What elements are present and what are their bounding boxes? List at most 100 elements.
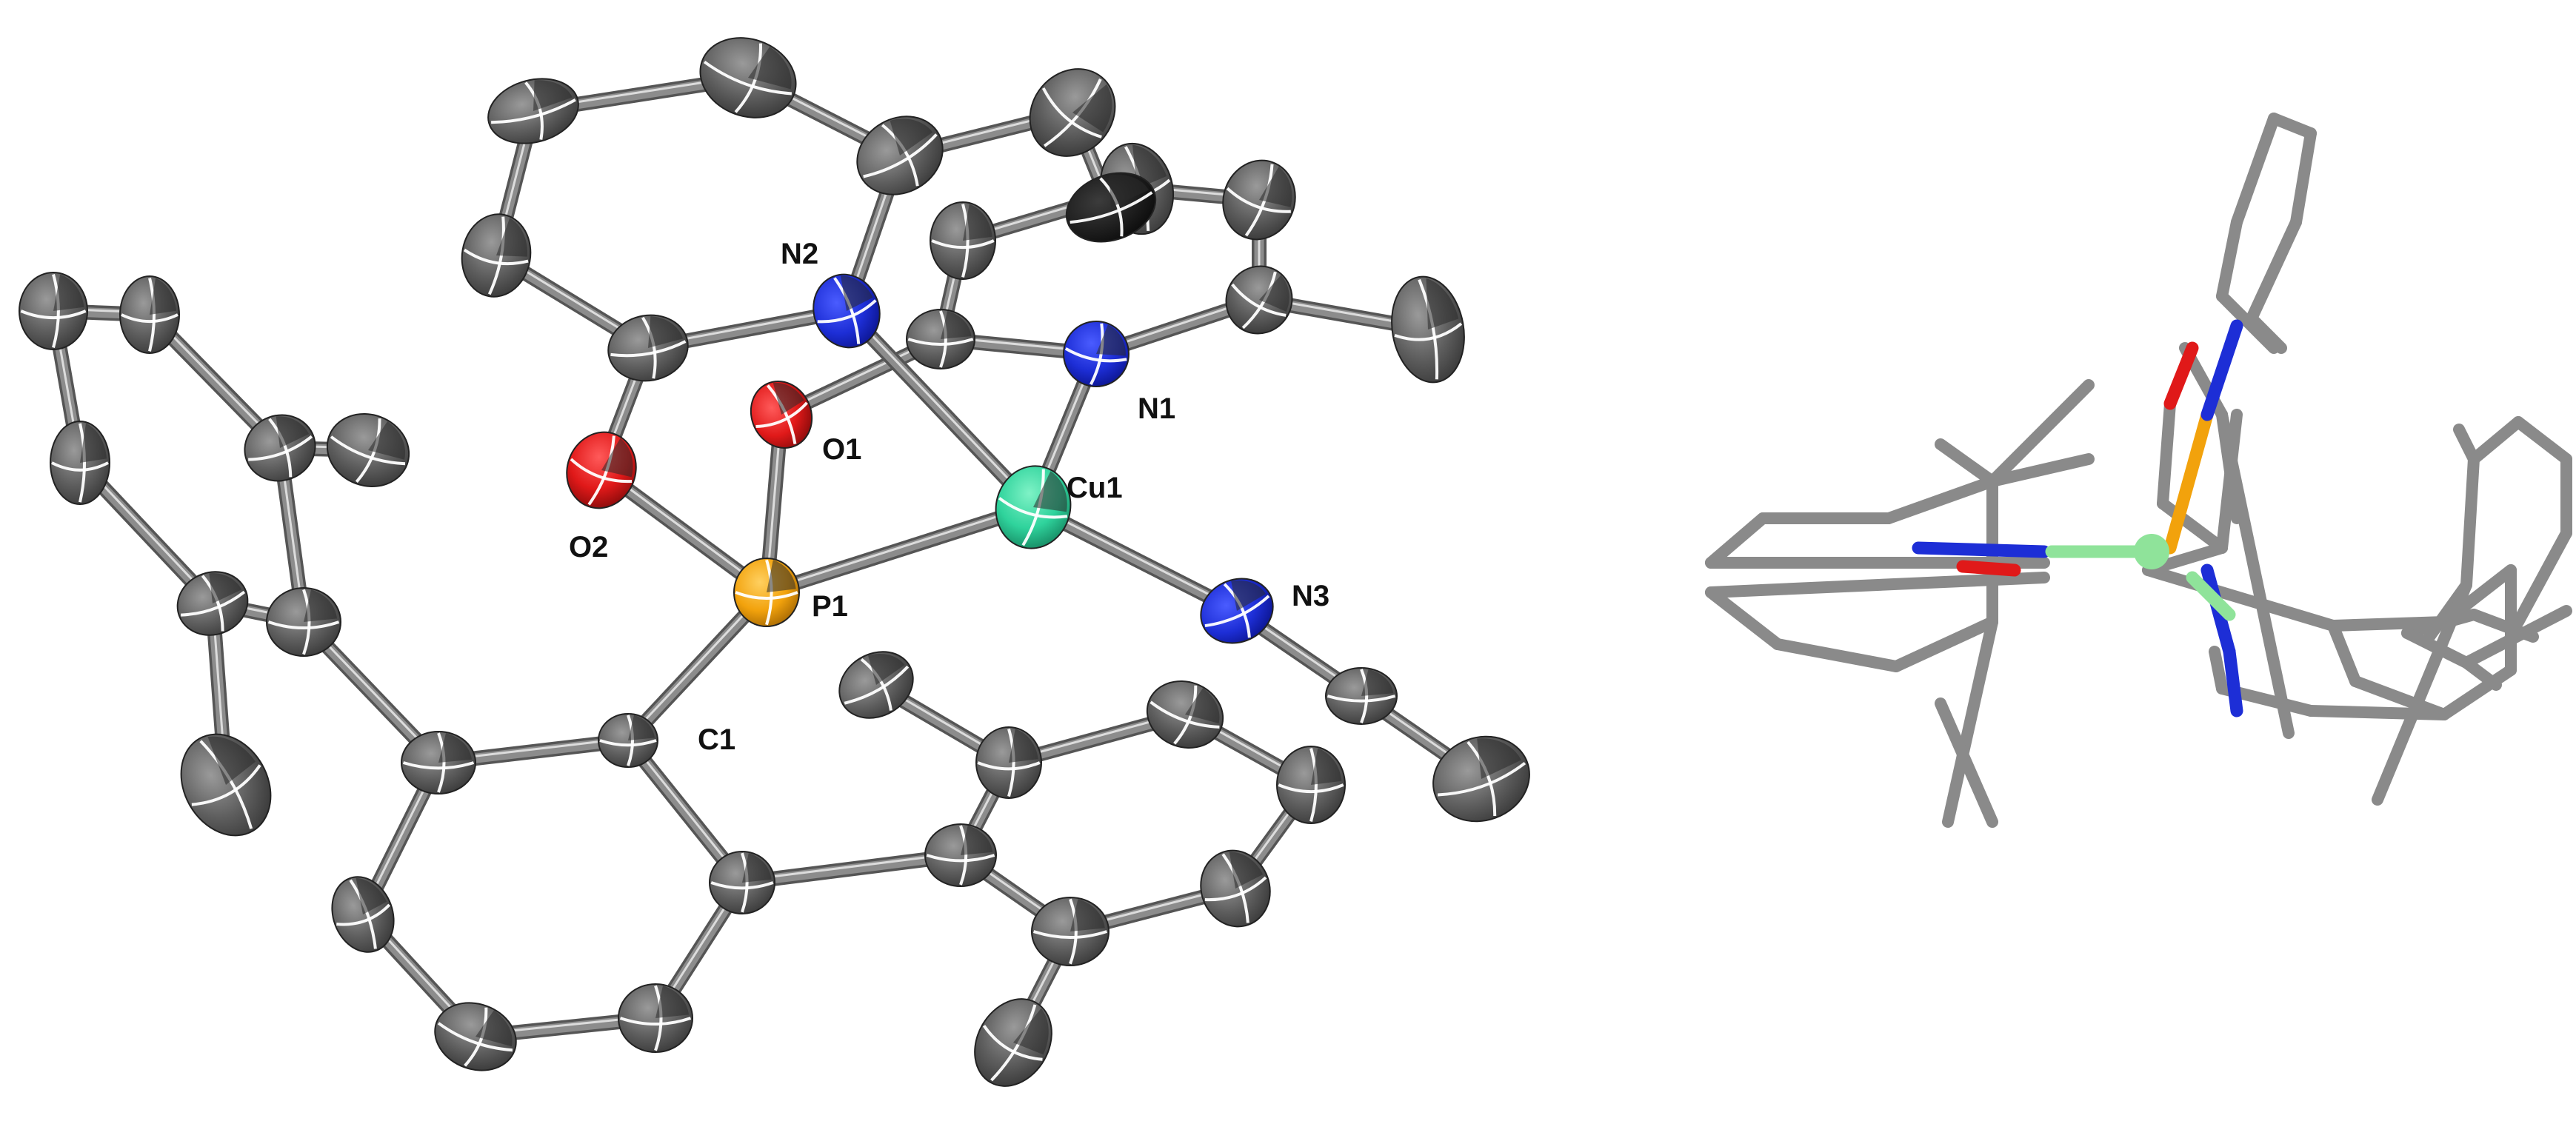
ortep-ellipsoid-plot: N2 N1 O1 O2 Cu1 P1 N3 C1 bbox=[19, 37, 1530, 1087]
atom-ellipsoid-r12 bbox=[974, 998, 1052, 1087]
principal-axis-2-l1 bbox=[52, 274, 60, 348]
octant-cut-r9 bbox=[1311, 748, 1342, 785]
stick-bond-42 bbox=[2246, 216, 2302, 324]
stick-bond-29 bbox=[2512, 527, 2572, 628]
stick-model-view bbox=[1705, 113, 2572, 828]
principal-axis-2-N3 bbox=[1223, 583, 1251, 638]
principal-axis-C1 bbox=[599, 739, 657, 747]
atom-ellipsoid-N3 bbox=[1200, 578, 1274, 644]
stick-bond-27 bbox=[2460, 605, 2572, 669]
principal-axis-2-N2 bbox=[833, 277, 861, 344]
stick-bond-34 bbox=[2460, 453, 2480, 591]
atom-ellipsoid-n3a bbox=[1325, 667, 1398, 725]
octant-cut-l9 bbox=[438, 733, 472, 763]
principal-axis-O2 bbox=[570, 458, 633, 484]
stick-bond-9 bbox=[1705, 586, 1783, 650]
principal-axis-P1 bbox=[735, 591, 798, 601]
atom-ellipsoid-O1 bbox=[750, 381, 813, 449]
atom-ellipsoid-r5 bbox=[838, 651, 914, 719]
stick-bond-25 bbox=[2209, 646, 2228, 695]
principal-axis-r2 bbox=[437, 1022, 513, 1052]
octant-cut-N3 bbox=[1231, 580, 1267, 611]
bond-highlight-r4-r6 bbox=[741, 852, 962, 882]
atom-ellipsoid-a1 bbox=[487, 78, 579, 144]
principal-axis-2-l9 bbox=[437, 732, 446, 793]
octant-cut-r7 bbox=[1009, 729, 1038, 763]
stick-bond-46 bbox=[2216, 216, 2243, 302]
principal-axis-N1 bbox=[1064, 347, 1127, 363]
stick-heteroatom-bond-2 bbox=[2163, 408, 2214, 555]
atom-ellipsoid-r8 bbox=[1146, 680, 1224, 749]
atom-ellipsoid-r2 bbox=[434, 1002, 517, 1071]
octant-cut-r11 bbox=[1070, 899, 1105, 931]
principal-axis-l3 bbox=[248, 435, 313, 461]
stick-bond-31 bbox=[2512, 416, 2572, 465]
atom-ellipsoid-b4 bbox=[1222, 159, 1296, 241]
octant-cut-r6 bbox=[961, 826, 993, 855]
principal-axis-a6 bbox=[610, 340, 687, 358]
atom-ellipsoid-r11 bbox=[1031, 897, 1110, 966]
principal-axis-r9 bbox=[1278, 783, 1344, 794]
atom-ellipsoid-n3b bbox=[1432, 735, 1530, 823]
atom-ellipsoid-r10 bbox=[1200, 849, 1271, 928]
principal-axis-2-l7 bbox=[302, 589, 311, 655]
principal-axis-l6 bbox=[181, 590, 246, 617]
stick-bond-7 bbox=[1890, 616, 1998, 672]
principal-axis-r4 bbox=[710, 881, 774, 890]
octant-cut-a2 bbox=[748, 47, 792, 90]
atom-ellipsoid-l4 bbox=[326, 412, 410, 488]
stick-bond-40 bbox=[2157, 398, 2176, 509]
stick-bond-32 bbox=[2468, 416, 2524, 465]
octant-cut-b6 bbox=[1426, 278, 1459, 329]
octant-cut-bD bbox=[1109, 174, 1149, 207]
stick-bond-17 bbox=[2327, 620, 2361, 687]
principal-axis-2-r5 bbox=[860, 658, 892, 711]
principal-axis-l2 bbox=[121, 313, 178, 324]
atom-ellipsoid-C1 bbox=[598, 713, 658, 768]
octant-cut-b1 bbox=[963, 204, 992, 241]
principal-axis-2-b6 bbox=[1418, 278, 1439, 380]
principal-axis-2-r10 bbox=[1221, 853, 1249, 923]
label-n2: N2 bbox=[781, 238, 818, 270]
stick-heteroatom-bond-6 bbox=[2223, 645, 2243, 717]
principal-axis-2-r12 bbox=[990, 1004, 1037, 1082]
stick-heteroatom-bond-7 bbox=[2186, 571, 2236, 621]
principal-axis-2-a2 bbox=[734, 43, 762, 113]
principal-axis-2-b5 bbox=[1241, 271, 1277, 329]
octant-cut-l3 bbox=[276, 416, 310, 448]
atom-ellipsoid-b6 bbox=[1391, 275, 1465, 384]
octant-cut-N1 bbox=[1096, 324, 1126, 356]
octant-cut-a5 bbox=[496, 218, 528, 257]
atom-ellipsoid-r3 bbox=[618, 983, 693, 1053]
atom-ellipsoid-O2 bbox=[566, 431, 637, 509]
atom-ellipsoid-b2 bbox=[906, 309, 975, 369]
principal-axis-r8 bbox=[1149, 700, 1220, 729]
bond-r4-r6 bbox=[737, 850, 966, 888]
octant-cut-O1 bbox=[773, 382, 804, 415]
octant-cut-N2 bbox=[841, 275, 873, 311]
atom-ellipsoid-a6 bbox=[607, 314, 689, 382]
octant-cut-b2 bbox=[941, 311, 972, 339]
principal-axis-2-b4 bbox=[1244, 164, 1274, 237]
principal-axis-2-l5 bbox=[79, 423, 86, 503]
stick-bond-3 bbox=[1705, 512, 1769, 569]
principal-axis-2-a1 bbox=[524, 81, 544, 140]
principal-axis-2-l3 bbox=[268, 418, 293, 478]
principal-axis-2-l4 bbox=[355, 418, 381, 484]
principal-axis-b2 bbox=[907, 338, 974, 346]
principal-axis-l8 bbox=[191, 764, 261, 806]
principal-axis-b6 bbox=[1394, 322, 1463, 341]
principal-axis-l7 bbox=[267, 620, 340, 630]
stick-bond-24 bbox=[2305, 705, 2450, 720]
principal-axis-2-r6 bbox=[959, 825, 968, 886]
octant-cut-l8 bbox=[207, 736, 256, 785]
principal-axis-b4 bbox=[1226, 187, 1291, 213]
bond-highlight-N2-Cu1 bbox=[845, 307, 1035, 506]
copper-atom-ball bbox=[2134, 534, 2169, 569]
ortep-atoms bbox=[19, 37, 1530, 1087]
principal-axis-2-r9 bbox=[1309, 748, 1318, 822]
bond-highlight-P1-Cu1 bbox=[765, 504, 1035, 592]
stick-heteroatom-bond-3 bbox=[2163, 341, 2199, 410]
octant-cut-P1 bbox=[767, 560, 796, 592]
principal-axis-l9 bbox=[402, 761, 475, 770]
